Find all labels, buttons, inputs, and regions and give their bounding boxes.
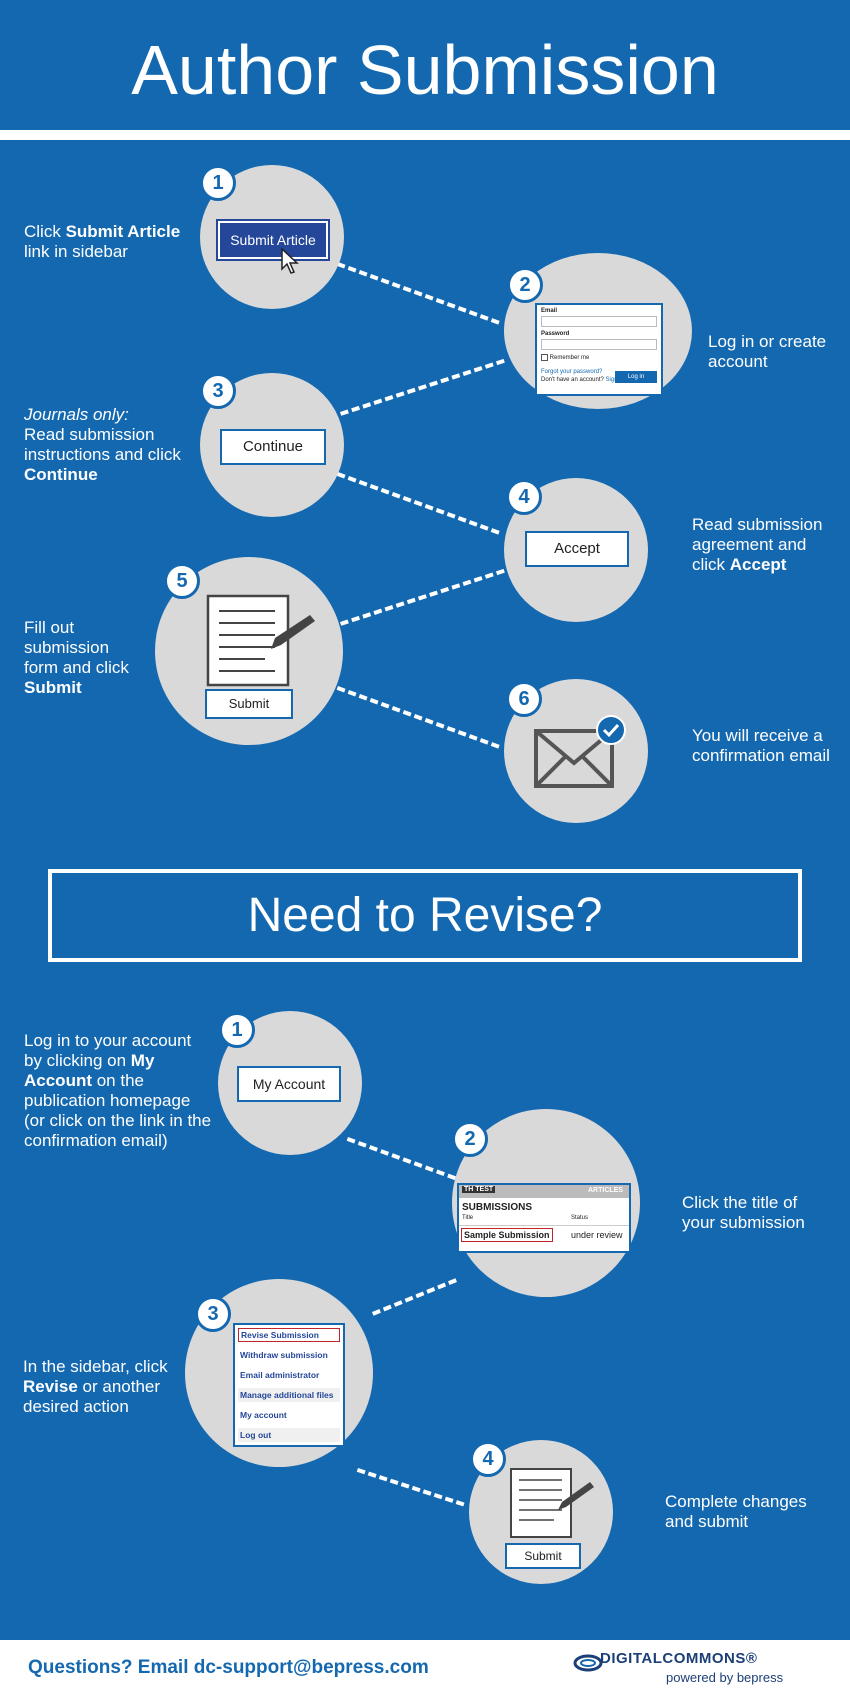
email-input[interactable]: [541, 316, 657, 327]
revise-connector-1-2: [346, 1137, 457, 1181]
step-5-badge: 5: [164, 563, 200, 599]
envelope-icon: [534, 729, 614, 788]
step-5-text: Fill out submission form and click Submi…: [24, 618, 129, 697]
revise-connector-3-4: [356, 1468, 465, 1507]
cursor-icon: [281, 247, 299, 274]
revise-step-3-text: In the sidebar, click Revise or another …: [23, 1357, 168, 1416]
revise-step-3-badge: 3: [195, 1296, 231, 1332]
document-pen-icon: [510, 1468, 594, 1538]
document-pen-icon: [206, 594, 315, 687]
sample-submission-link[interactable]: Sample Submission: [461, 1228, 553, 1242]
continue-button[interactable]: Continue: [220, 429, 326, 465]
revise-step-2-badge: 2: [452, 1121, 488, 1157]
revise-submission-link[interactable]: Revise Submission: [238, 1328, 340, 1342]
manage-files-link[interactable]: Manage additional files: [238, 1388, 340, 1402]
powered-by-bepress: powered by bepress: [666, 1670, 784, 1685]
articles-nav-link[interactable]: ARTICLES: [588, 1187, 623, 1194]
page-title: Author Submission: [131, 31, 719, 109]
login-form: Email Password Remember me Forgot your p…: [535, 303, 663, 396]
submit-button[interactable]: Submit: [205, 689, 293, 719]
step-4-text: Read submission agreement and click Acce…: [692, 515, 823, 574]
email-administrator-link[interactable]: Email administrator: [240, 1370, 320, 1380]
revise-step-1-badge: 1: [219, 1012, 255, 1048]
submissions-table: TH TEST ARTICLES SUBMISSIONS Title Statu…: [457, 1183, 631, 1253]
submissions-heading: SUBMISSIONS: [462, 1202, 533, 1213]
logo-swoosh-icon: [573, 1654, 603, 1672]
forgot-password-link[interactable]: Forgot your password?: [541, 369, 603, 376]
accept-button[interactable]: Accept: [525, 531, 629, 567]
digital-commons-logo: DIGITALCOMMONS®: [600, 1650, 758, 1667]
checkmark-icon: [596, 715, 626, 745]
title-divider: [0, 130, 850, 140]
login-button[interactable]: Log in: [615, 371, 657, 384]
my-account-link[interactable]: My account: [240, 1410, 287, 1420]
revise-step-2-text: Click the title of your submission: [682, 1193, 805, 1232]
step-6-badge: 6: [506, 681, 542, 717]
connector-2-3: [340, 358, 505, 416]
log-out-link[interactable]: Log out: [238, 1428, 340, 1442]
sidebar-menu: Revise Submission Withdraw submission Em…: [233, 1323, 345, 1447]
revise-submit-button[interactable]: Submit: [505, 1543, 581, 1569]
step-3-text: Journals only:Read submission instructio…: [24, 405, 181, 484]
step-2-badge: 2: [507, 267, 543, 303]
connector-5-6: [336, 686, 500, 749]
connector-4-5: [340, 568, 505, 626]
my-account-button[interactable]: My Account: [237, 1066, 341, 1102]
withdraw-submission-link[interactable]: Withdraw submission: [240, 1350, 328, 1360]
remember-me-checkbox[interactable]: Remember me: [541, 354, 657, 361]
submission-status: under review: [571, 1230, 623, 1240]
step-3-badge: 3: [200, 373, 236, 409]
footer: [0, 1640, 850, 1700]
revise-step-4-text: Complete changes and submit: [665, 1492, 807, 1531]
revise-connector-2-3: [372, 1278, 457, 1316]
support-email-link[interactable]: Questions? Email dc-support@bepress.com: [28, 1657, 429, 1678]
revise-title: Need to Revise?: [48, 869, 802, 962]
site-name: TH TEST: [462, 1186, 496, 1193]
connector-3-4: [336, 472, 500, 535]
password-input[interactable]: [541, 339, 657, 350]
revise-step-4-badge: 4: [470, 1441, 506, 1477]
submit-article-button[interactable]: Submit Article: [218, 221, 328, 259]
connector-1-2: [336, 262, 500, 325]
step-2-text: Log in or create account: [708, 332, 827, 371]
revise-step-1-text: Log in to your account by clicking on My…: [24, 1031, 212, 1150]
step-6-text: You will receive a confirmation email: [692, 726, 830, 765]
step-4-badge: 4: [506, 479, 542, 515]
step-1-badge: 1: [200, 165, 236, 201]
